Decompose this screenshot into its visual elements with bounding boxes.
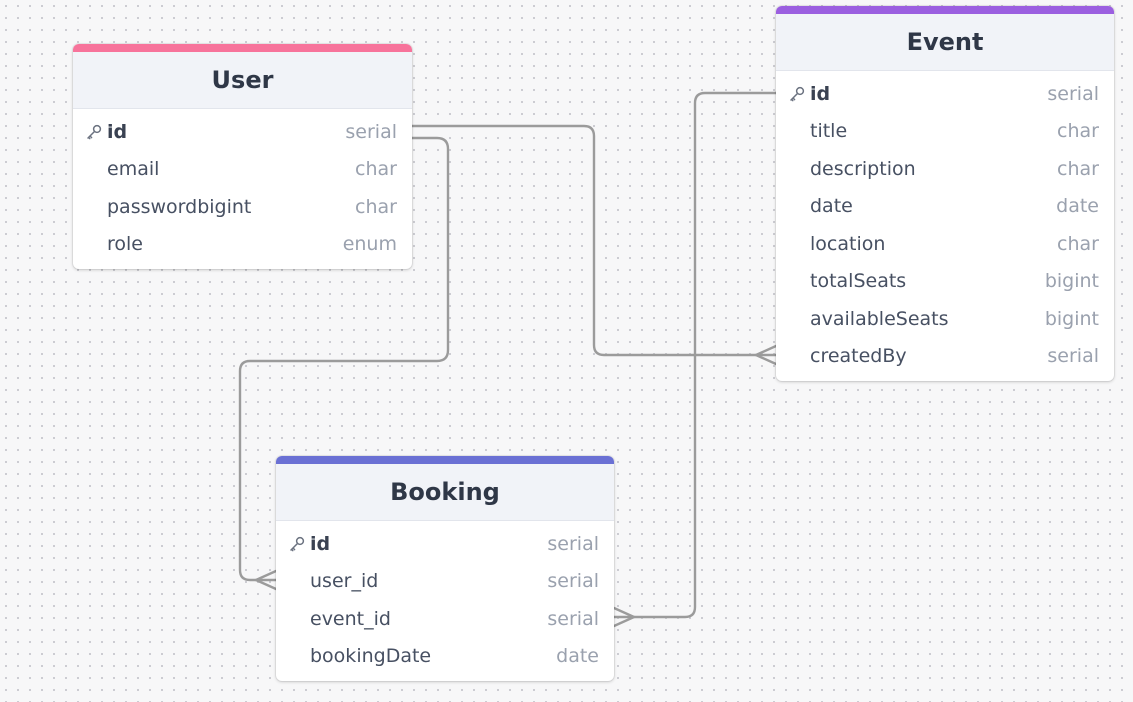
table-row-title[interactable]: title char [776,113,1114,151]
column-name: event_id [310,607,391,630]
table-rows: id serial user_id serial event_id serial… [276,521,614,681]
table-accent-bar [276,456,614,464]
table-row-location[interactable]: location char [776,225,1114,263]
table-booking[interactable]: Booking id serial user_id serial event_i… [276,456,614,681]
column-name: availableSeats [810,307,949,330]
key-icon [790,86,805,102]
table-row-createdby[interactable]: createdBy serial [776,338,1114,376]
column-type: bigint [1044,270,1099,293]
column-name: totalSeats [810,270,907,293]
column-name: title [810,120,848,143]
key-icon [290,536,305,552]
column-type: date [556,645,599,668]
column-name: id [107,120,128,143]
table-row-role[interactable]: role enum [73,226,412,264]
table-accent-bar [776,6,1114,14]
column-name: description [810,157,916,180]
column-type: bigint [1044,307,1099,330]
table-row-bookingdate[interactable]: bookingDate date [276,638,614,676]
table-row-passwordbigint[interactable]: passwordbigint char [73,188,412,226]
column-name: user_id [310,570,379,593]
column-type: serial [1047,82,1099,105]
column-type: char [1057,232,1099,255]
column-type: serial [1047,345,1099,368]
column-type: char [355,158,397,181]
table-accent-bar [73,44,412,52]
column-name: id [810,82,831,105]
table-header[interactable]: Event [776,14,1114,71]
table-rows: id serial email char passwordbigint char… [73,109,412,269]
column-name: role [107,233,143,256]
table-user[interactable]: User id serial email char passwordbigint… [73,44,412,269]
table-row-date[interactable]: date date [776,188,1114,226]
table-row-id[interactable]: id serial [73,113,412,151]
column-name: bookingDate [310,645,432,668]
table-row-id[interactable]: id serial [276,525,614,563]
table-header[interactable]: User [73,52,412,109]
table-event[interactable]: Event id serial title char description c… [776,6,1114,381]
relationship-user-event[interactable] [410,124,778,366]
table-row-description[interactable]: description char [776,150,1114,188]
table-rows: id serial title char description char da… [776,71,1114,381]
table-row-availableseats[interactable]: availableSeats bigint [776,300,1114,338]
table-row-event-id[interactable]: event_id serial [276,600,614,638]
column-type: char [355,195,397,218]
column-type: char [1057,157,1099,180]
column-name: id [310,532,331,555]
crows-foot-marker [754,344,778,366]
relationship-event-booking[interactable] [612,91,778,628]
column-type: serial [547,607,599,630]
column-name: date [810,195,853,218]
column-name: passwordbigint [107,195,252,218]
table-row-id[interactable]: id serial [776,75,1114,113]
column-type: serial [547,570,599,593]
column-type: serial [345,120,397,143]
table-header[interactable]: Booking [276,464,614,521]
column-type: char [1057,120,1099,143]
column-type: date [1056,195,1099,218]
column-name: location [810,232,886,255]
table-row-totalseats[interactable]: totalSeats bigint [776,263,1114,301]
crows-foot-marker [612,606,636,628]
column-name: email [107,158,160,181]
crows-foot-marker [254,569,278,591]
column-name: createdBy [810,345,907,368]
table-row-user-id[interactable]: user_id serial [276,563,614,601]
column-type: enum [342,233,397,256]
key-icon [87,124,102,140]
table-row-email[interactable]: email char [73,151,412,189]
column-type: serial [547,532,599,555]
